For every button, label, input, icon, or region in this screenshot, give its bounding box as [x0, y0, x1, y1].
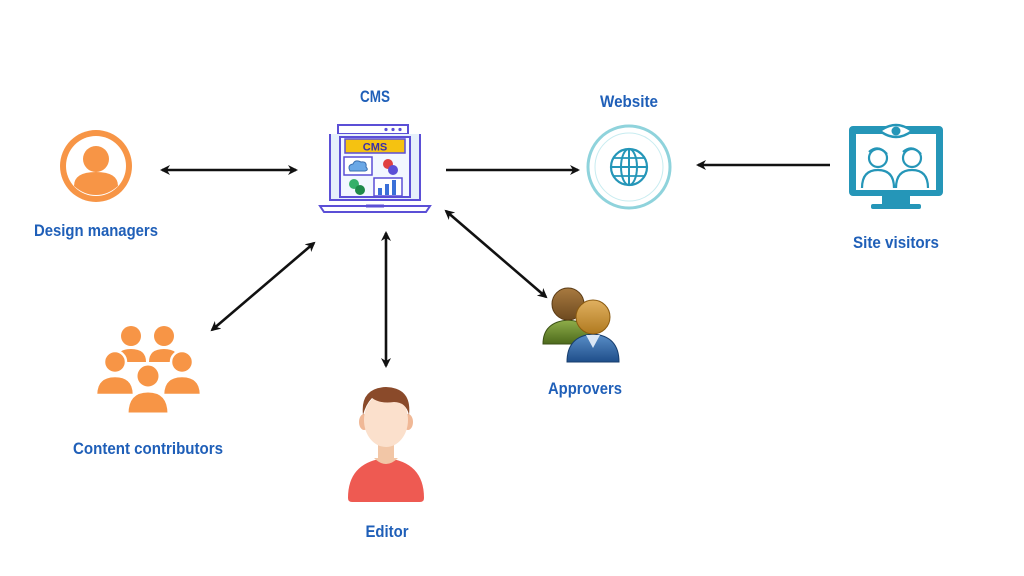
user-circle-icon [60, 130, 132, 202]
man-avatar-icon [348, 387, 424, 502]
editor-label: Editor [366, 522, 409, 541]
edge-approvers-cms [444, 209, 548, 299]
content-contributors-label: Content contributors [73, 439, 223, 458]
site-visitors-label: Site visitors [853, 233, 939, 252]
group-icon [94, 326, 203, 416]
edge-contributors-cms [210, 241, 316, 332]
website-label: Website [600, 92, 658, 111]
users-pair-icon [542, 287, 620, 363]
cms-window-icon [318, 124, 432, 213]
globe-icon [586, 124, 672, 210]
cms-screen-text: CMS [363, 142, 387, 154]
edges [160, 160, 830, 368]
cms-label: CMS [360, 87, 390, 106]
monitor-visitors-icon [849, 123, 943, 209]
approvers-label: Approvers [548, 379, 622, 398]
design-managers-label: Design managers [34, 221, 158, 240]
